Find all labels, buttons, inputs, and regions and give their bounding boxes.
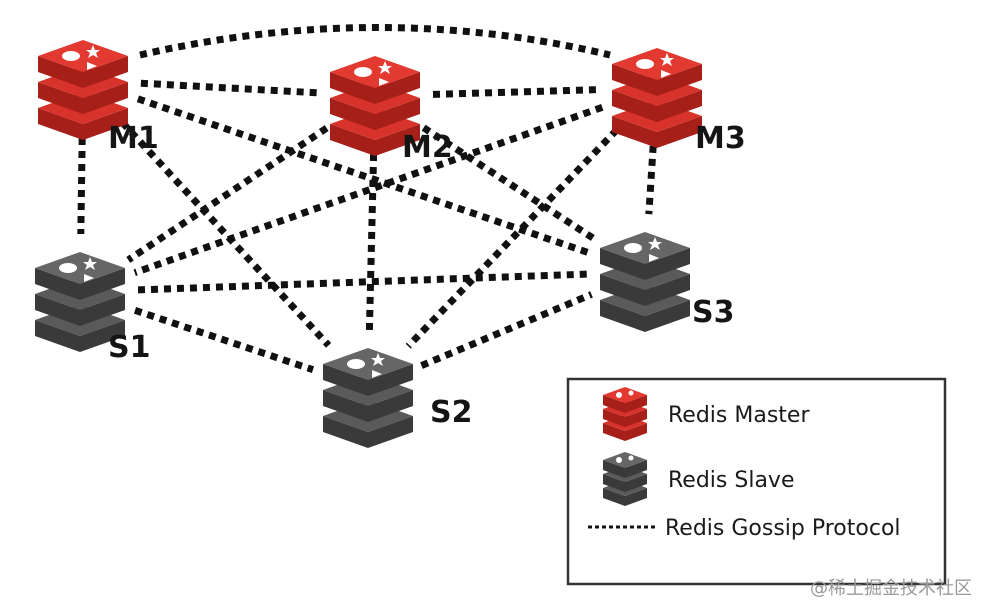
redis-master-icon [612, 48, 702, 148]
watermark: @稀土掘金技术社区 [810, 578, 972, 599]
gossip-link-s2-s3 [420, 291, 593, 369]
node-m2: M2 [330, 56, 453, 165]
legend-master-label: Redis Master [668, 403, 810, 428]
redis-slave-icon [600, 232, 690, 332]
node-label-s3: S3 [692, 295, 734, 330]
redis-slave-legend-icon [603, 452, 647, 506]
gossip-link-m3-s2 [405, 127, 620, 349]
gossip-link-m3-s3 [645, 145, 657, 215]
gossip-link-m2-m3 [432, 86, 600, 98]
gossip-link-m2-s1 [126, 125, 329, 263]
node-label-s2: S2 [430, 395, 472, 430]
node-label-m3: M3 [695, 121, 746, 156]
node-label-m1: M1 [108, 121, 159, 156]
gossip-link-m2-s2 [365, 153, 378, 331]
gossip-link-s1-s3 [137, 270, 588, 294]
redis-master-legend-icon [603, 387, 647, 441]
redis-slave-icon [323, 348, 413, 448]
gossip-link-m3-s1 [133, 104, 604, 276]
gossip-link-m1-m3 [139, 24, 611, 59]
cluster-nodes: M1 M2 M3 S1 S2 S3 [35, 40, 746, 448]
legend-slave-label: Redis Slave [668, 468, 794, 493]
legend: Redis Master Redis Slave Redis Gossip Pr… [566, 377, 947, 586]
legend-gossip-label: Redis Gossip Protocol [665, 516, 901, 541]
node-m3: M3 [612, 48, 746, 156]
gossip-link-s1-s2 [133, 306, 315, 374]
node-s3: S3 [600, 232, 734, 332]
gossip-link-m1-m2 [140, 79, 318, 97]
gossip-links [77, 24, 657, 374]
node-label-m2: M2 [402, 130, 453, 165]
node-s1: S1 [35, 252, 150, 365]
gossip-link-m1-s1 [77, 137, 86, 235]
gossip-link-m2-s3 [421, 124, 599, 244]
gossip-link-m1-s3 [136, 95, 592, 257]
gossip-link-m1-s2 [119, 120, 332, 348]
node-m1: M1 [38, 40, 159, 156]
node-s2: S2 [323, 348, 472, 448]
node-label-s1: S1 [108, 330, 150, 365]
